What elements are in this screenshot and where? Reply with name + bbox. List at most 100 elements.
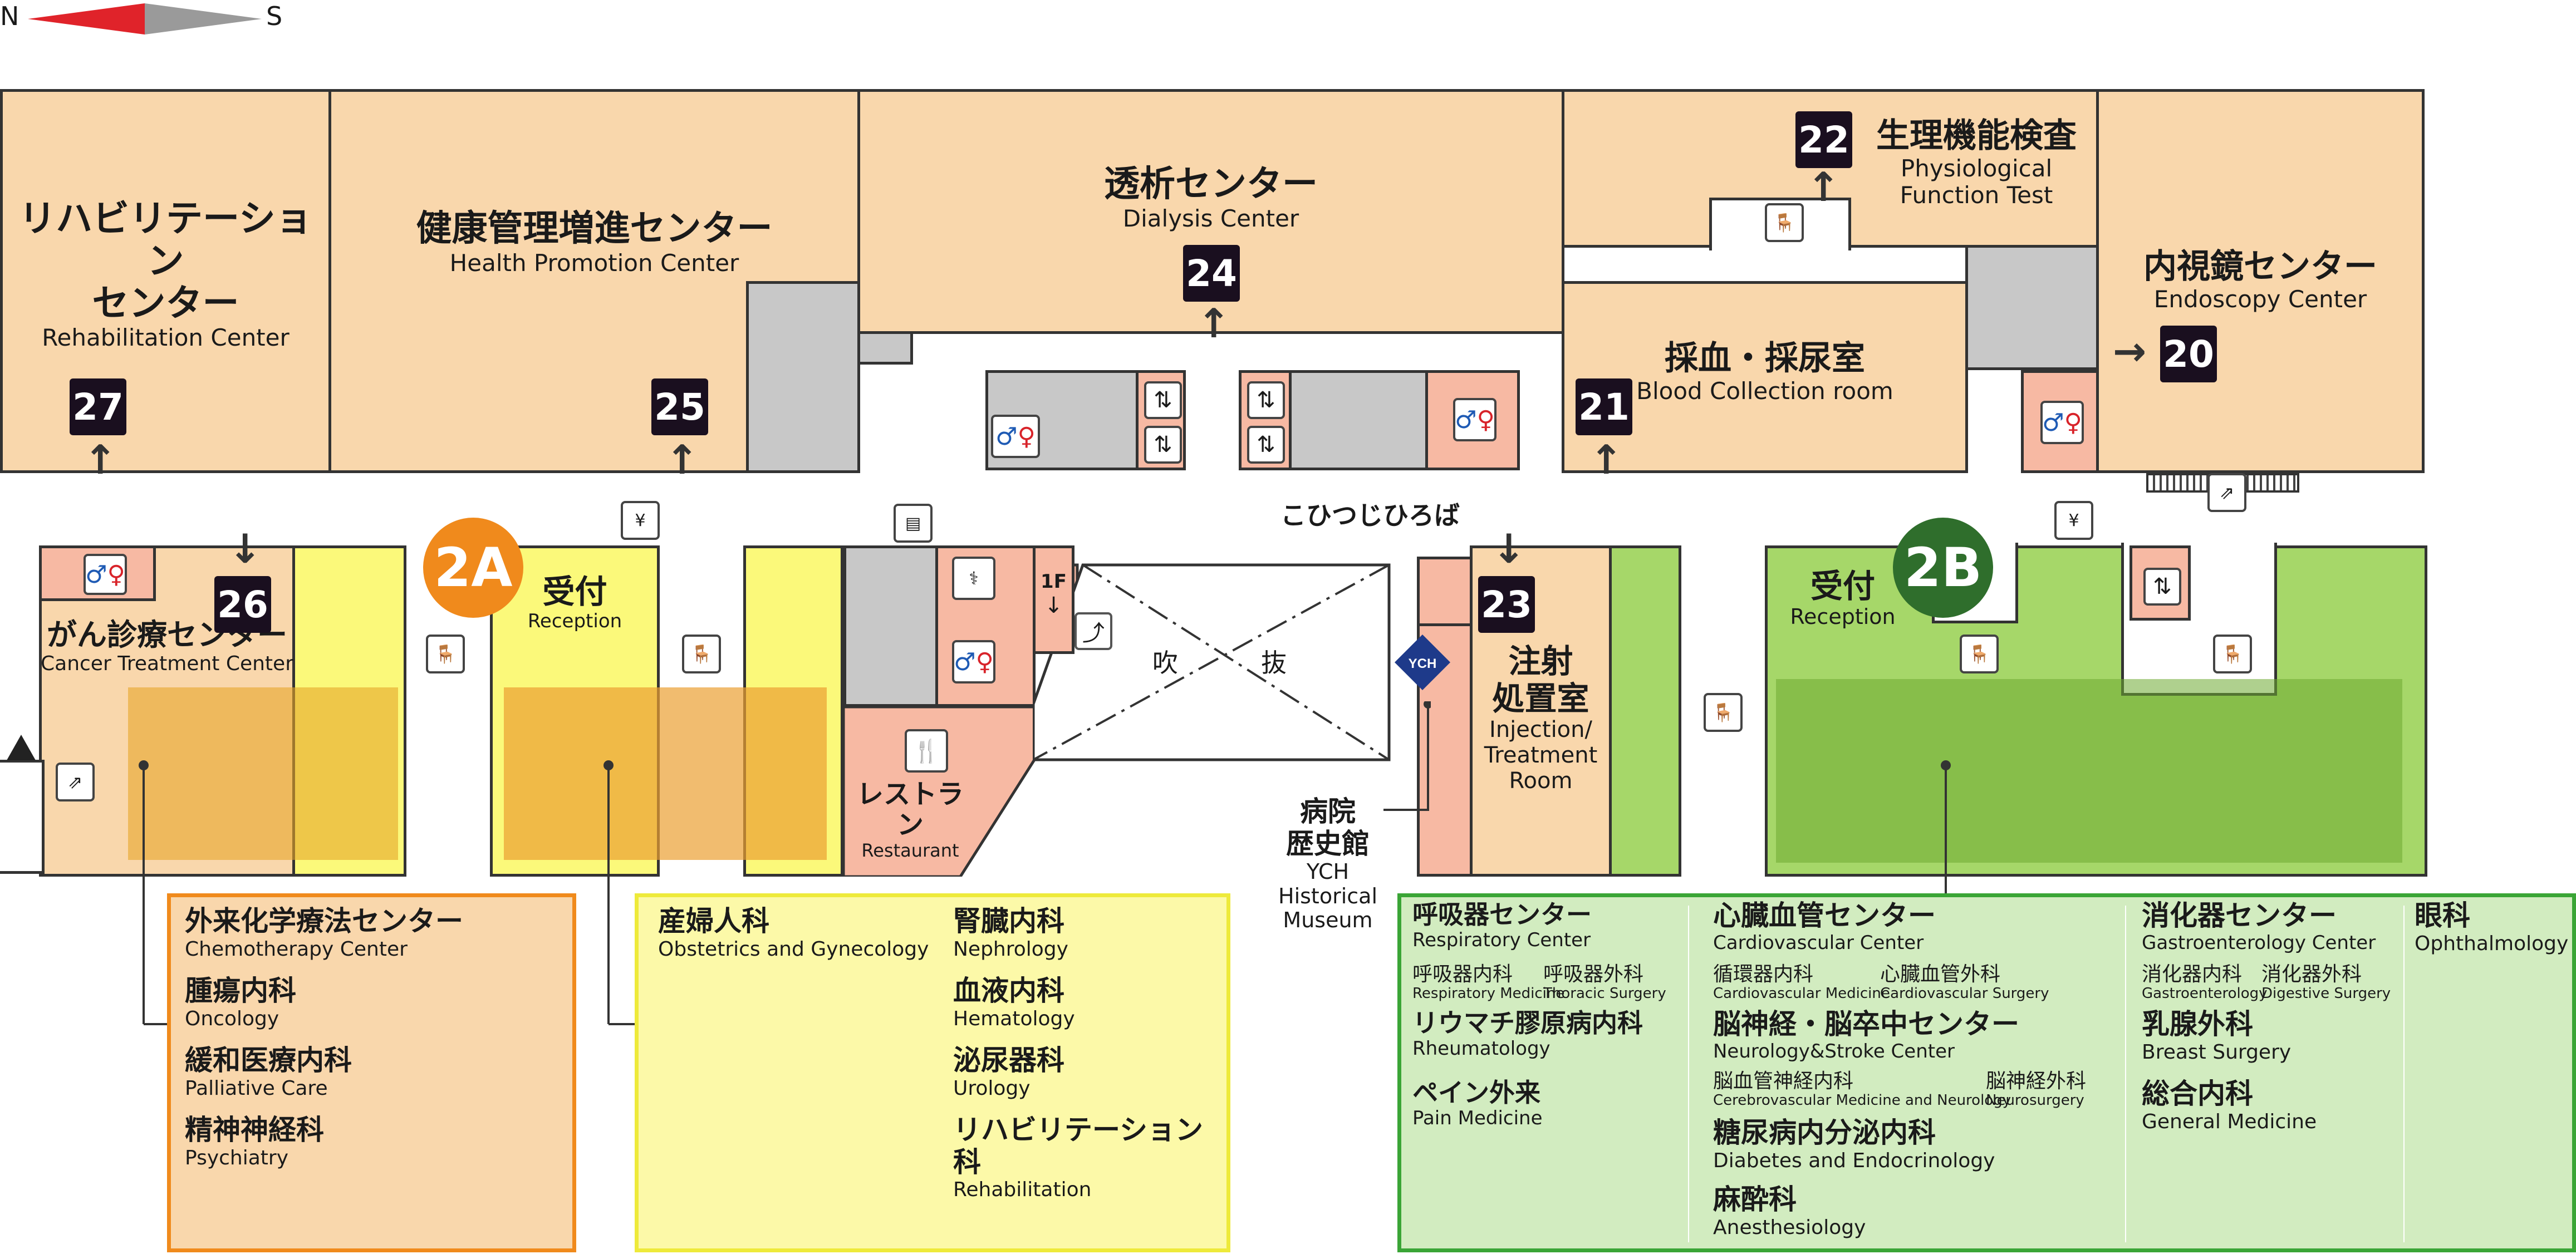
atm-icon: ▤ (894, 504, 933, 543)
waiting-area-icon: 🪑 (1704, 693, 1743, 732)
arrow-up-icon: ↑ (84, 436, 117, 483)
escalator-icon: ⤴ (1074, 612, 1112, 650)
dept-psychiatry[interactable]: 精神神経科 Psychiatry (185, 1114, 324, 1169)
room-number-22: 22 (1795, 111, 1852, 168)
dept-breast-surgery[interactable]: 乳腺外科 Breast Surgery (2142, 1008, 2292, 1064)
dept-urology[interactable]: 泌尿器科 Urology (953, 1044, 1064, 1100)
dept-pain-medicine[interactable]: ペイン外来 Pain Medicine (1412, 1078, 1543, 1129)
museum-jp1: 病院 (1300, 795, 1356, 828)
arrow-up-icon: ↑ (1197, 300, 1231, 347)
compass-south-label: S (266, 1, 283, 31)
arrow-down-icon: ↓ (1492, 525, 1526, 572)
dept-rheumatology[interactable]: リウマチ膠原病内科 Rheumatology (1412, 1008, 1643, 1060)
blood-jp: 採血・採尿室 (1665, 339, 1865, 378)
dept-chemotherapy[interactable]: 外来化学療法センター Chemotherapy Center (185, 905, 463, 961)
waiting-area-icon: 🪑 (682, 635, 721, 673)
restroom-icon: ♂♀ (991, 415, 1040, 458)
health-storage (746, 281, 860, 473)
dept-nephrology[interactable]: 腎臓内科 Nephrology (953, 905, 1068, 961)
restaurant-room[interactable]: 🍴 レストラン Restaurant (843, 707, 1036, 877)
reception-b-jp: 受付 (1810, 567, 1875, 605)
waiting-area-icon: 🪑 (1960, 635, 1999, 673)
dept-respiratory-center[interactable]: 呼吸器センター Respiratory Center (1412, 899, 1592, 951)
zone-2a-marker: 2A (423, 518, 523, 618)
dept-obstetrics[interactable]: 産婦人科 Obstetrics and Gynecology (658, 905, 929, 961)
room-number-27: 27 (70, 378, 126, 435)
restroom-icon: ♂♀ (84, 554, 127, 595)
dept-general-medicine[interactable]: 総合内科 General Medicine (2142, 1078, 2317, 1133)
payment-machine-icon: ¥ (2054, 501, 2093, 540)
reception-a-label: 受付 Reception (490, 573, 660, 632)
dialysis-jp: 透析センター (1104, 164, 1318, 205)
arrow-up-icon: ↑ (1589, 436, 1623, 483)
dept-cardiovascular-center[interactable]: 心臓血管センター Cardiovascular Center (1713, 899, 1936, 954)
green-divider (2125, 906, 2126, 1242)
elevator-icon: ⇅ (2143, 568, 2181, 606)
rehab-jp2: センター (92, 281, 239, 324)
waiting-area-icon: 🪑 (2213, 635, 2252, 673)
elevator-icon: ⇅ (1144, 426, 1182, 464)
physio-label: 生理機能検査 Physiological Function Test (1854, 117, 2099, 209)
restroom-icon: ♂♀ (952, 640, 995, 683)
cancer-en: Cancer Treatment Center (41, 652, 293, 676)
stair-left (0, 760, 45, 874)
stair-icon: ⇗ (2207, 473, 2246, 512)
ych-logo-icon: YCH (1395, 635, 1450, 690)
endo-storage (1965, 245, 2099, 370)
orange-department-panel: 外来化学療法センター Chemotherapy Center 腫瘍内科 Onco… (167, 893, 576, 1252)
blood-collection-room[interactable]: 採血・採尿室 Blood Collection room (1562, 281, 1968, 473)
endo-en: Endoscopy Center (2153, 286, 2367, 313)
plaza-closet (1417, 557, 1473, 626)
dept-digestive-surgery[interactable]: 消化器外科 Digestive Surgery (2261, 963, 2391, 1002)
dept-respiratory-medicine[interactable]: 呼吸器内科 Respiratory Medicine (1412, 963, 1565, 1002)
reception-a-highlight (504, 687, 827, 860)
dept-cardiovascular-medicine[interactable]: 循環器内科 Cardiovascular Medicine (1713, 963, 1890, 1002)
museum-pointer (1383, 701, 1431, 811)
dept-cardiovascular-surgery[interactable]: 心臓血管外科 Cardiovascular Surgery (1880, 963, 2049, 1002)
dept-anesthesiology[interactable]: 麻酔科 Anesthesiology (1713, 1183, 1866, 1239)
dept-ophthalmology[interactable]: 眼科 Ophthalmology (2415, 899, 2569, 955)
zone-2b-marker: 2B (1893, 518, 1993, 618)
compass-north-label: N (0, 1, 19, 31)
floor-1f-stair: 1F ↓ (1033, 545, 1074, 654)
restaurant-label: レストラン Restaurant (849, 779, 971, 861)
restroom-icon: ♂♀ (2040, 401, 2084, 444)
museum-en1: YCH (1306, 859, 1350, 884)
rehab-en: Rehabilitation Center (42, 323, 290, 351)
rehabilitation-center-room[interactable]: リハビリテーション センター Rehabilitation Center (0, 89, 331, 473)
reception-b-label: 受付 Reception (1770, 568, 1915, 629)
physio-en1: Physiological (1900, 155, 2053, 182)
museum-en3: Museum (1283, 908, 1373, 933)
cancer-highlight (128, 687, 398, 860)
dept-oncology[interactable]: 腫瘍内科 Oncology (185, 975, 296, 1030)
atrium-right-char: 抜 (1261, 648, 1287, 678)
stair-icon: ⇗ (56, 763, 95, 801)
museum-en2: Historical (1278, 883, 1377, 908)
dept-hematology[interactable]: 血液内科 Hematology (953, 975, 1075, 1030)
physio-en2: Function Test (1900, 181, 2053, 209)
dept-gastroenterology-center[interactable]: 消化器センター Gastroenterology Center (2142, 899, 2376, 954)
dept-neurology-stroke-center[interactable]: 脳神経・脳卒中センター Neurology&Stroke Center (1713, 1008, 2019, 1063)
arrow-up-icon: ↑ (1807, 164, 1841, 210)
injection-jp2: 処置室 (1492, 679, 1589, 717)
payment-machine-icon: ¥ (621, 501, 660, 540)
dept-thoracic-surgery[interactable]: 呼吸器外科 Thoracic Surgery (1543, 963, 1666, 1002)
waiting-area-icon: 🪑 (1765, 203, 1804, 242)
dept-neurosurgery[interactable]: 脳神経外科 Neurosurgery (1986, 1070, 2087, 1109)
health-jp: 健康管理増進センター (416, 208, 773, 249)
endo-jp: 内視鏡センター (2143, 247, 2377, 286)
green-department-panel: 呼吸器センター Respiratory Center 呼吸器内科 Respira… (1397, 893, 2576, 1252)
injection-en3: Room (1509, 768, 1573, 794)
floor-1f-label: 1F (1041, 571, 1067, 593)
dept-cerebrovascular[interactable]: 脳血管神経内科 Cerebrovascular Medicine and Neu… (1713, 1070, 2011, 1109)
dept-palliative[interactable]: 緩和医療内科 Palliative Care (185, 1044, 352, 1100)
reception-b-highlight (1776, 679, 2402, 863)
dept-rehabilitation[interactable]: リハビリテーション科 Rehabilitation (953, 1114, 1203, 1201)
dept-gastroenterology[interactable]: 消化器内科 Gastroenterology (2142, 963, 2268, 1002)
room-number-26: 26 (214, 576, 271, 633)
dept-diabetes[interactable]: 糖尿病内分泌内科 Diabetes and Endocrinology (1713, 1117, 1995, 1172)
endoscopy-center-room[interactable]: 内視鏡センター Endoscopy Center (2096, 89, 2425, 473)
reception-a-en: Reception (527, 609, 622, 632)
injection-green-strip (1609, 545, 1681, 877)
svg-text:YCH: YCH (1409, 656, 1437, 671)
